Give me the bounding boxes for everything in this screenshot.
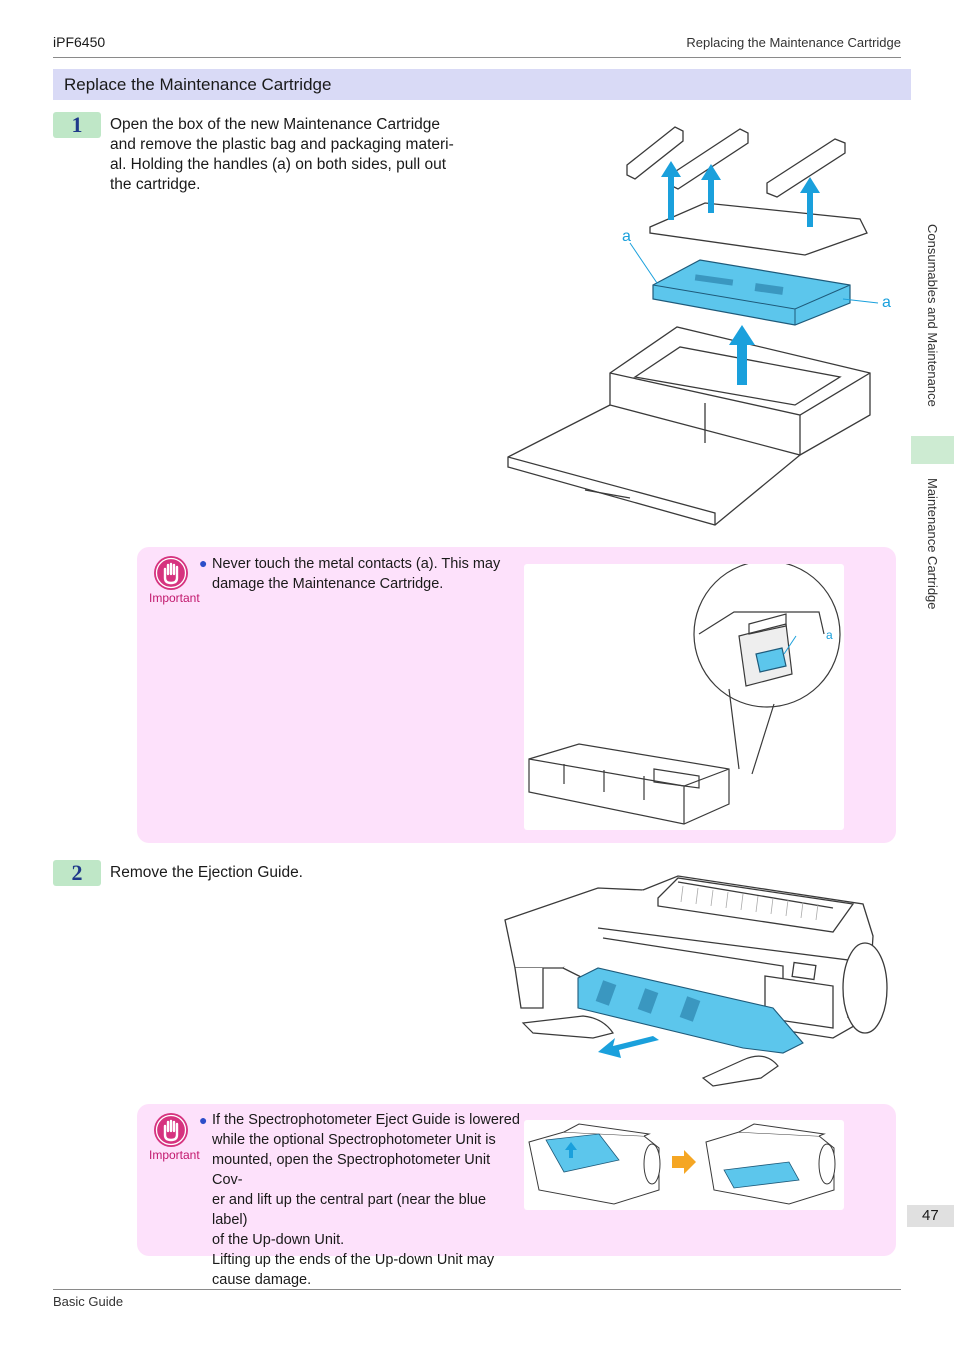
side-tab-chapter[interactable]: Consumables and Maintenance [925,224,940,407]
important-note-2-line: cause damage. [212,1272,312,1288]
step-1-line: al. Holding the handles (a) on both side… [110,156,447,173]
important-note-2-icon-wrap [154,1113,188,1152]
important-note-2-line: If the Spectrophotometer Eject Guide is … [212,1112,520,1128]
important-note-1-line: damage the Maintenance Cartridge. [212,576,444,592]
important-note-2-line: mounted, open the Spectrophotometer Unit… [212,1152,491,1188]
important-note-2-text: If the Spectrophotometer Eject Guide is … [212,1110,522,1290]
up-down-unit-figure [528,1123,836,1205]
step-1-figure-cartridge-unboxing: a a [507,126,891,526]
step-2-figure-printer [504,875,888,1087]
step-1-badge: 1 [53,112,101,138]
important-note-1-line: Never touch the metal contacts (a). This… [212,556,501,572]
step-1-text: Open the box of the new Maintenance Cart… [110,115,490,195]
step-2-number: 2 [71,860,83,885]
header-section: Replacing the Maintenance Cartridge [686,35,901,50]
footer-rule [53,1289,901,1290]
arrow-right-icon [672,1150,696,1174]
important-note-2-figure-panel [524,1120,844,1210]
important-note-2-label: Important [149,1148,200,1162]
section-title-bar [53,69,911,100]
important-note-1-icon-wrap [154,556,188,595]
important-note-2-line: of the Up-down Unit. [212,1232,345,1248]
step-2-badge: 2 [53,860,101,886]
header-rule [53,57,901,58]
step-1-figure-label-a-left: a [622,228,631,245]
bullet-dot: ● [199,555,208,571]
page-number-box [907,1205,954,1227]
footer-text: Basic Guide [53,1294,124,1309]
raised-hand-icon [154,1113,188,1147]
important-note-2-line: er and lift up the central part (near th… [212,1192,487,1228]
important-note-1-text: Never touch the metal contacts (a). This… [212,554,512,594]
important-note-1-figure-label-a: a [826,628,833,642]
side-tab-marker [911,436,954,464]
step-2-text: Remove the Ejection Guide. [110,863,490,883]
header-model: iPF6450 [53,34,106,50]
step-2-line: Remove the Ejection Guide. [110,864,303,881]
important-note-1-figure-panel: a [524,560,844,830]
bullet-dot: ● [199,1112,208,1128]
raised-hand-icon [154,556,188,590]
metal-contacts-figure: a [528,560,841,825]
important-note-1-label: Important [149,591,200,605]
section-title: Replace the Maintenance Cartridge [64,75,332,94]
important-note-2-line: while the optional Spectrophotometer Uni… [212,1132,496,1148]
step-1-line: and remove the plastic bag and packaging… [110,136,454,153]
step-1-figure-label-a-right: a [882,294,891,311]
step-1-line: the cartridge. [110,176,201,193]
side-tab-section[interactable]: Maintenance Cartridge [925,478,940,610]
step-1-number: 1 [71,112,83,137]
page-number: 47 [922,1207,939,1224]
important-note-2-line: Lifting up the ends of the Up-down Unit … [212,1252,495,1268]
step-1-line: Open the box of the new Maintenance Cart… [110,116,441,133]
